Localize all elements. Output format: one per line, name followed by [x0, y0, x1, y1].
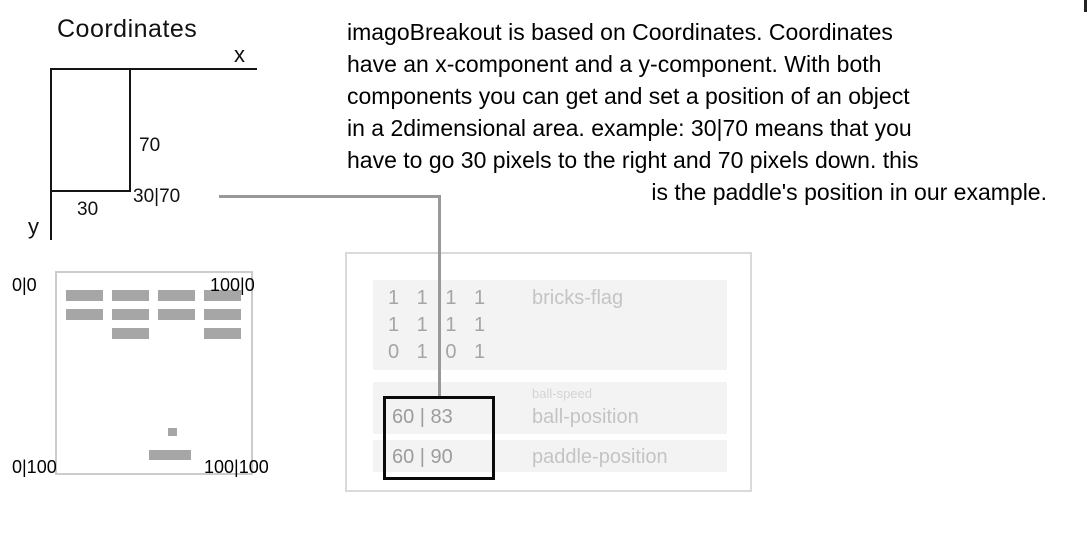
y-offset-label: 70	[139, 135, 161, 156]
brick	[112, 290, 149, 301]
connector-line-vertical	[438, 195, 441, 396]
brick	[66, 309, 103, 320]
diagram-title: Coordinates	[57, 15, 198, 43]
paddle-position-value: 60 | 90	[392, 446, 453, 468]
description-line: in a 2dimensional area. example: 30|70 m…	[347, 115, 912, 141]
bricks-flag-label: bricks-flag	[532, 287, 624, 309]
paddle	[149, 450, 191, 460]
y-axis-line	[50, 68, 52, 240]
x-axis-line	[50, 68, 257, 70]
bricks-flag-row	[373, 280, 727, 370]
bricks-flag-grid-row: 1 1 1 1	[388, 287, 492, 309]
y-axis-label: y	[28, 214, 39, 239]
description-line: have to go 30 pixels to the right and 70…	[347, 147, 919, 173]
y-offset-drop-line	[51, 190, 131, 192]
paddle-position-label: paddle-position	[532, 446, 668, 468]
description-line: have an x-component and a y-component. W…	[347, 51, 882, 77]
x-offset-label: 30	[77, 199, 99, 220]
cut-off-text-artifact	[1084, 0, 1087, 12]
field-corner-top-right: 100|0	[210, 275, 255, 295]
brick	[112, 328, 149, 339]
position-label: 30|70	[133, 186, 181, 207]
brick	[66, 290, 103, 301]
ball-row	[373, 382, 727, 434]
description-line: components you can get and set a positio…	[347, 83, 910, 109]
description-line: imagoBreakout is based on Coordinates. C…	[347, 19, 893, 45]
bricks-flag-grid: 1 1 1 1 1 1 1 1 0 1 0 1	[388, 285, 491, 366]
bricks-flag-grid-row: 1 1 1 1	[388, 314, 492, 336]
description-line: is the paddle's position in our example.	[651, 179, 1047, 205]
ball-position-label: ball-position	[532, 406, 639, 428]
field-corner-bottom-right: 100|100	[204, 457, 269, 477]
paddle-row	[373, 440, 727, 472]
bricks-flag-grid-row: 0 1 0 1	[388, 341, 492, 363]
brick	[204, 290, 241, 301]
brick	[112, 309, 149, 320]
ball-position-value: 60 | 83	[392, 406, 453, 428]
position-highlight-box	[383, 396, 495, 480]
ball-speed-label: ball-speed	[532, 386, 592, 401]
brick	[158, 309, 195, 320]
description-text: imagoBreakout is based on Coordinates. C…	[347, 16, 1047, 208]
brick	[204, 309, 241, 320]
x-axis-label: x	[234, 42, 245, 67]
brick	[204, 328, 241, 339]
connector-line-horizontal	[219, 195, 441, 198]
field-corner-bottom-left: 0|100	[12, 457, 57, 477]
field-corner-top-left: 0|0	[12, 275, 37, 295]
ball	[168, 428, 177, 436]
memory-panel: 1 1 1 1 1 1 1 1 0 1 0 1 bricks-flag ball…	[345, 252, 752, 492]
game-field	[55, 271, 253, 475]
x-offset-drop-line	[129, 68, 131, 192]
brick	[158, 290, 195, 301]
